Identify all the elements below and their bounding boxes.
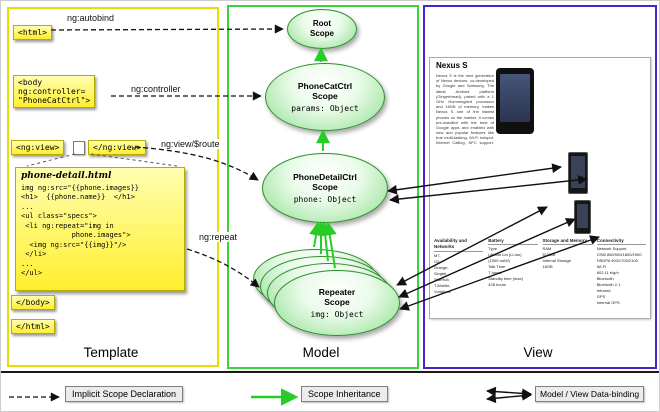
spec-header: Battery <box>488 238 538 246</box>
spec-item: HSDPA 900/1700/2100 <box>596 258 638 264</box>
body-close-tag: </body> <box>11 295 55 310</box>
spec-header: Availability and Networks <box>434 238 484 252</box>
phone-detail-code-box: phone-detail.html img ng:src="{{phone.im… <box>15 167 185 291</box>
spec-item: 16GB <box>542 264 553 270</box>
legend-data-binding: Model / View Data-binding <box>535 386 645 402</box>
phonecatctrl-scope-prop: params: Object <box>291 104 359 114</box>
model-panel-label: Model <box>302 345 340 360</box>
spec-items: M7,O2,Orange,Singtel,StarHub,T-Mobile,Vo… <box>434 253 483 295</box>
code-title: phone-detail.html <box>21 171 112 181</box>
html-open-tag: <html> <box>13 25 52 40</box>
view-page-title: Nexus S <box>436 61 468 70</box>
phone-screen <box>500 74 530 122</box>
legend-implicit-scope: Implicit Scope Declaration <box>65 386 184 402</box>
spec-item: 802.11 b/g/n <box>596 270 619 276</box>
spec-header: Connectivity <box>596 238 646 246</box>
legend-scope-inheritance: Scope Inheritance <box>301 386 388 402</box>
root-scope-ellipse: Root Scope <box>287 9 357 49</box>
spec-item: Internal GPS <box>596 300 620 306</box>
phonecatctrl-scope-title: PhoneCatCtrl Scope <box>297 80 353 101</box>
spec-item: GSM 850/900/1800/1900 <box>596 252 642 258</box>
ng-view-open-tag: <ng:view> <box>11 140 65 155</box>
view-intro-text: Nexus S is the next generation of Nexus … <box>436 73 494 145</box>
spec-item: Bluetooth 2.1 <box>596 282 621 288</box>
view-page: Nexus S Nexus S is the next generation o… <box>429 57 651 319</box>
spec-item: Network Support <box>596 246 627 252</box>
view-panel-label: View <box>523 345 553 360</box>
phone-thumbnail-1-screen <box>571 156 585 188</box>
template-panel <box>7 7 219 367</box>
spec-item: 428 hours <box>488 282 507 288</box>
repeater-scope-title: Repeater Scope <box>318 286 356 307</box>
spec-item: Vodafone <box>434 288 451 294</box>
code-text: img ng:src="{{phone.images}} <h1> {{phon… <box>21 184 140 277</box>
phone-thumbnail-2 <box>574 200 591 234</box>
repeater-scope-prop: img: Object <box>310 310 364 320</box>
ng-repeat-label: ng:repeat <box>197 232 240 242</box>
phonedetailctrl-scope-ellipse: PhoneDetailCtrl Scope phone: Object <box>262 153 388 223</box>
spec-column-availability: Availability and Networks M7,O2,Orange,S… <box>434 238 484 306</box>
spec-item: Infrared <box>596 288 611 294</box>
spec-item: GPS <box>596 294 606 300</box>
ng-autobind-label: ng:autobind <box>65 13 117 23</box>
ng-controller-label: ng:controller <box>129 84 183 94</box>
phonecatctrl-scope-ellipse: PhoneCatCtrl Scope params: Object <box>265 63 385 131</box>
phonedetailctrl-scope-title: PhoneDetailCtrl Scope <box>293 171 357 192</box>
html-close-tag: </html> <box>11 319 55 334</box>
phone-thumbnail-1 <box>568 152 588 194</box>
template-panel-label: Template <box>83 345 139 360</box>
phonedetailctrl-scope-prop: phone: Object <box>293 195 357 205</box>
spec-item: Wi-Fi <box>596 264 607 270</box>
ng-view-route-label: ng:view/$route <box>159 139 222 149</box>
root-scope-title: Root Scope <box>309 19 334 38</box>
legend-double-arrow-sample-2 <box>486 390 532 404</box>
repeater-scope-ellipse: Repeater Scope img: Object <box>274 270 400 336</box>
page-icon <box>73 141 85 155</box>
ng-view-close-tag: </ng:view> <box>88 140 147 155</box>
spec-columns: Availability and Networks M7,O2,Orange,S… <box>434 238 646 306</box>
legend-double-arrow-sample-1 <box>486 386 532 399</box>
spec-item: Bluetooth <box>596 276 614 282</box>
phone-thumbnail-2-screen <box>577 204 588 228</box>
body-open-tag: <body ng:controller= "PhoneCatCtrl"> <box>13 75 96 108</box>
phone-image <box>496 68 534 134</box>
spec-header: Storage and Memory <box>542 238 592 246</box>
